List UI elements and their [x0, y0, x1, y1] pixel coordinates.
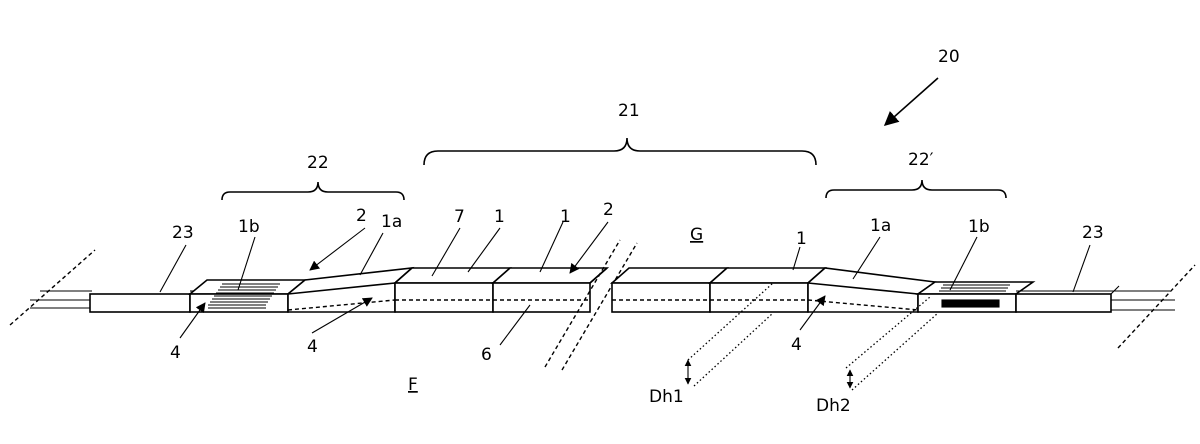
- label-6: 6: [481, 345, 492, 365]
- central-blocks-right: [609, 267, 828, 313]
- label-4-right: 4: [791, 335, 802, 355]
- label-4-far-left: 4: [170, 343, 181, 363]
- label-dh2: Dh2: [816, 396, 851, 416]
- label-1-a: 1: [494, 207, 505, 227]
- label-1-b: 1: [560, 207, 571, 227]
- brace-22: [221, 181, 405, 201]
- existing-pavement-left: [9, 249, 195, 326]
- height-references: [684, 282, 939, 391]
- label-20: 20: [938, 47, 960, 67]
- central-blocks-left: [392, 267, 610, 313]
- label-1a-right: 1a: [870, 216, 891, 236]
- label-1-right: 1: [796, 229, 807, 249]
- label-23-left: 23: [172, 223, 194, 243]
- label-4-left: 4: [307, 337, 318, 357]
- label-21: 21: [618, 101, 640, 121]
- label-2-center: 2: [603, 200, 614, 220]
- label-22: 22: [307, 153, 329, 173]
- label-1b-left: 1b: [238, 217, 260, 237]
- leader-lines: [159, 77, 1091, 346]
- break-lines: [544, 239, 638, 371]
- label-23-right: 23: [1082, 223, 1104, 243]
- label-f: F: [408, 375, 418, 395]
- label-22-prime: 22′: [908, 150, 934, 170]
- arrows-4: [179, 295, 826, 339]
- block-1b-left: [187, 279, 308, 313]
- label-1b-right: 1b: [968, 217, 990, 237]
- label-1a-left: 1a: [381, 212, 402, 232]
- wedge-block-1a-left: [287, 266, 415, 313]
- label-dh1: Dh1: [649, 387, 684, 407]
- label-2-left: 2: [356, 206, 367, 226]
- block-1b-right: [915, 281, 1036, 313]
- brace-21: [423, 137, 817, 166]
- existing-pavement-right: [1015, 264, 1196, 349]
- brace-22-prime: [825, 179, 1007, 199]
- wedge-block-1a-right: [807, 267, 938, 313]
- label-7: 7: [454, 207, 465, 227]
- label-g: G: [690, 225, 703, 245]
